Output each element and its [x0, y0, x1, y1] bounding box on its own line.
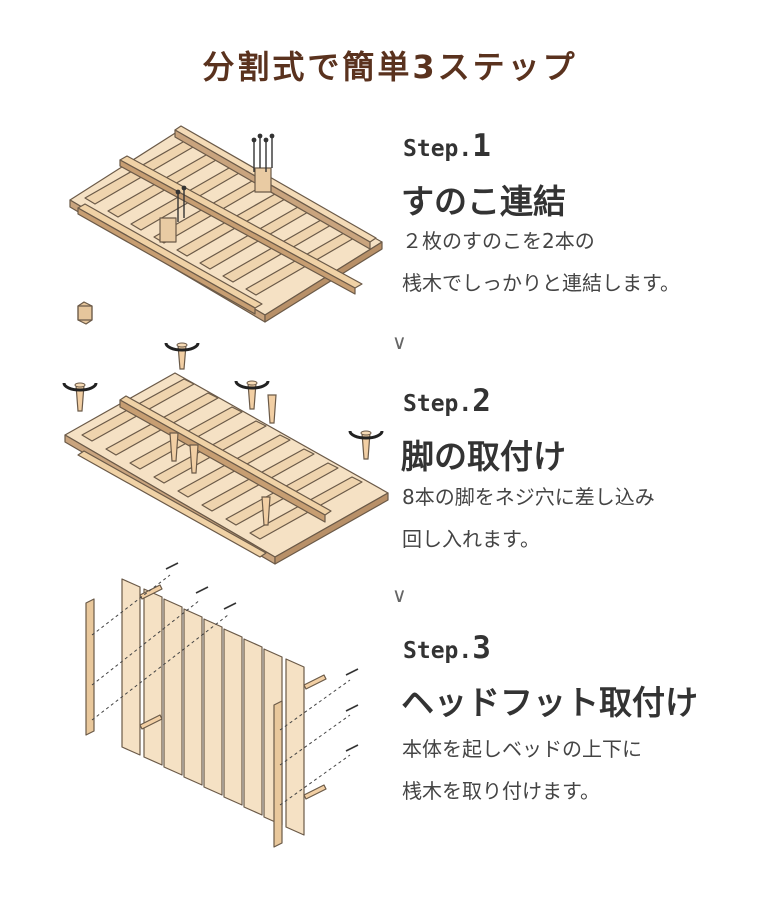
step1-heading: すのこ連結 [401, 182, 566, 221]
step2-illustration [62, 342, 389, 565]
step1-illustration [69, 125, 383, 325]
step1-desc-line1: ２枚のすのこを2本の [402, 229, 595, 253]
step2-desc-line1: 8本の脚をネジ穴に差し込み [402, 485, 655, 509]
step3-desc-line2: 桟木を取り付けます。 [402, 779, 600, 803]
step3-desc-line1: 本体を起しベッドの上下に [402, 737, 642, 761]
step1-label: Step.1 [403, 128, 491, 164]
step2-heading: 脚の取付け [401, 437, 566, 476]
step1-desc-line2: 桟木でしっかりと連結します。 [402, 271, 680, 295]
step2-label: Step.2 [403, 383, 491, 419]
step3-label: Step.3 [403, 630, 491, 666]
step-separator-2: ∨ [392, 583, 407, 607]
step3-heading: ヘッドフット取付け [401, 683, 698, 722]
step3-illustration [85, 562, 359, 848]
step-separator-1: ∨ [392, 330, 407, 354]
step2-desc-line2: 回し入れます。 [402, 527, 540, 551]
page-title: 分割式で簡単3ステップ [202, 48, 578, 86]
